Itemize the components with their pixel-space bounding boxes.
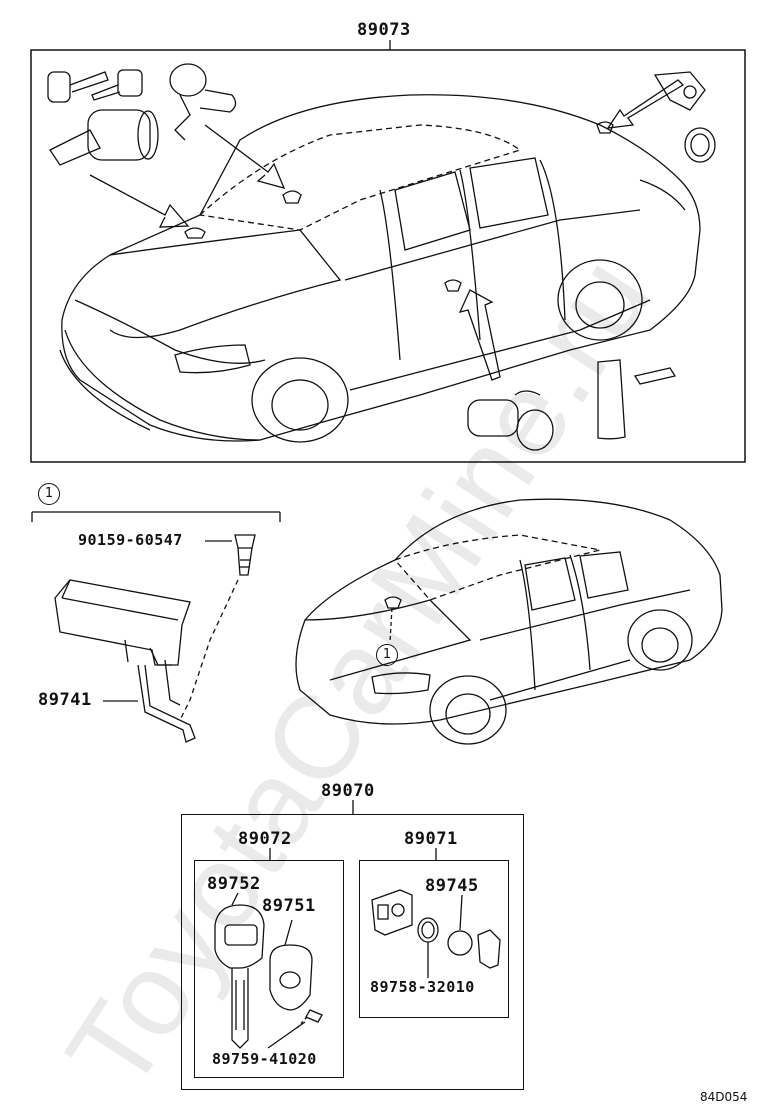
part-90159-60547-label[interactable]: 90159-60547 bbox=[78, 531, 183, 549]
key-parts bbox=[214, 892, 323, 1049]
key-assy-box bbox=[194, 860, 344, 1078]
part-89070-label[interactable]: 89070 bbox=[321, 781, 375, 801]
transmitter-box bbox=[359, 860, 509, 1018]
part-89741-label[interactable]: 89741 bbox=[38, 690, 92, 710]
part-89752-label[interactable]: 89752 bbox=[207, 874, 261, 894]
part-89071-label[interactable]: 89071 bbox=[404, 829, 458, 849]
key-set-box bbox=[181, 814, 524, 1090]
key-and-lock-parts bbox=[47, 63, 716, 451]
part-89745-label[interactable]: 89745 bbox=[425, 876, 479, 896]
part-89751-label[interactable]: 89751 bbox=[262, 896, 316, 916]
key-set-leaders bbox=[269, 800, 437, 860]
ref-circle-1[interactable]: 1 bbox=[38, 483, 60, 505]
ref-circle-1-car[interactable]: 1 bbox=[376, 644, 398, 666]
top-car-illustration bbox=[59, 94, 701, 443]
bottom-car-illustration bbox=[295, 498, 723, 745]
part-89758-32010-label[interactable]: 89758-32010 bbox=[370, 978, 475, 996]
part-89073-label[interactable]: 89073 bbox=[357, 20, 411, 40]
ref-1-bracket bbox=[31, 511, 281, 743]
diagram-code: 84D054 bbox=[700, 1090, 748, 1104]
part-89759-41020-label[interactable]: 89759-41020 bbox=[212, 1050, 317, 1068]
transmitter-parts bbox=[371, 889, 501, 978]
part-89072-label[interactable]: 89072 bbox=[238, 829, 292, 849]
assembly-arrows bbox=[89, 79, 685, 381]
